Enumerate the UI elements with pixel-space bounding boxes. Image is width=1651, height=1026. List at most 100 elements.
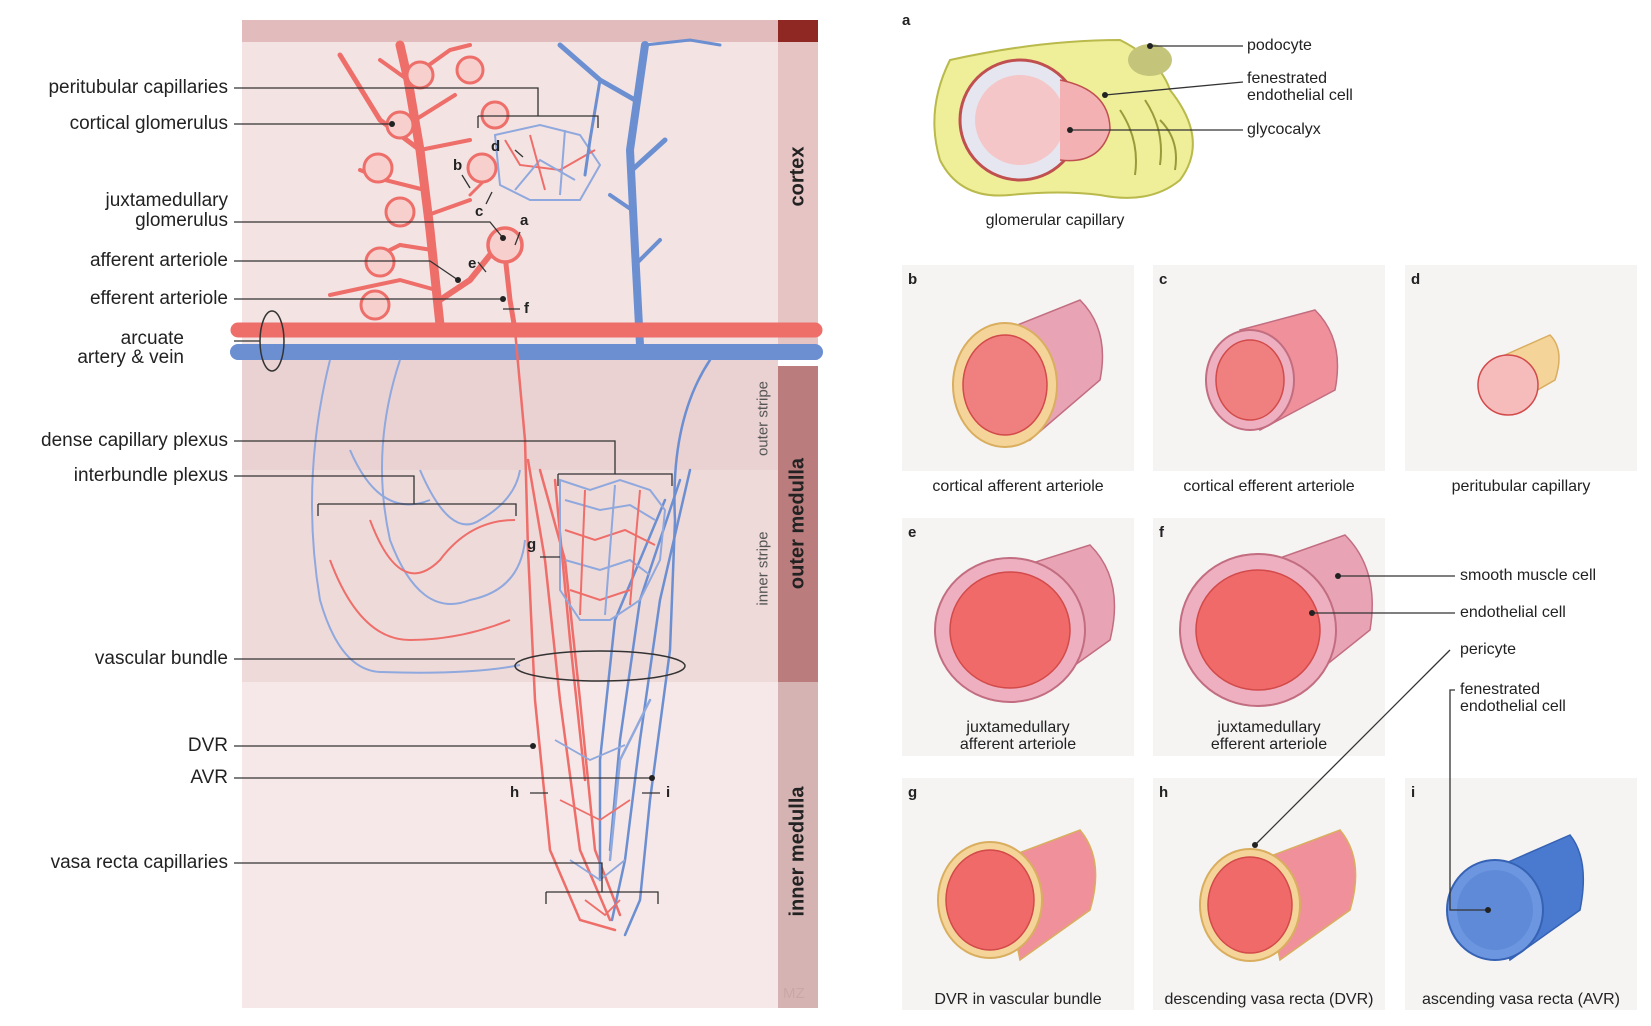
outer-medulla-band [778, 366, 818, 682]
panel-e-caption-1: juxtamedullary [966, 719, 1070, 736]
label-dense-capillary-plexus: dense capillary plexus [41, 430, 228, 451]
dot-pericyte [1252, 842, 1258, 848]
label-endothelial-cell: endothelial cell [1460, 604, 1566, 621]
panel-a-letter: a [902, 12, 911, 29]
artist-signature: MZ [783, 985, 805, 1002]
label-fenestrated-a-1: fenestrated [1247, 70, 1328, 87]
panel-c-illustration [1205, 309, 1339, 432]
diagram-letter-a: a [520, 212, 529, 229]
panel-i-letter: i [1411, 784, 1416, 801]
panel-e-letter: e [908, 524, 917, 541]
panel-h-letter: h [1159, 784, 1169, 801]
label-cortical-glomerulus: cortical glomerulus [69, 113, 228, 134]
dot-endothelial [1309, 610, 1315, 616]
cortical-vein [557, 38, 722, 349]
vasa-recta-capillary-loops [554, 739, 631, 917]
inner-stripe-region [242, 470, 778, 682]
dot-efferent [500, 296, 506, 302]
panel-f-letter: f [1159, 524, 1164, 541]
panel-f-caption-2: efferent arteriole [1210, 736, 1328, 753]
dot-juxtamedullary [500, 235, 506, 241]
diagram-letter-c: c [475, 203, 484, 220]
label-fenestrated-i-1: fenestrated [1460, 681, 1541, 698]
cortex-band-light [778, 42, 818, 360]
peritubular-capillary-network [493, 123, 602, 201]
panel-a-caption: glomerular capillary [985, 212, 1125, 229]
dot-fenestrated-a [1102, 92, 1108, 98]
label-podocyte: podocyte [1247, 37, 1312, 54]
label-arcuate-2: artery & vein [77, 347, 184, 368]
dot-cortical-glomerulus [389, 121, 395, 127]
label-juxtamedullary-1: juxtamedullary [105, 190, 229, 211]
label-fenestrated-i-2: endothelial cell [1460, 698, 1566, 715]
diagram-letter-e: e [468, 255, 477, 272]
panel-i-illustration [1446, 834, 1585, 962]
label-outer-stripe: outer stripe [754, 380, 772, 457]
panel-d-illustration [1477, 334, 1560, 416]
dot-avr [649, 775, 655, 781]
zone-outer-medulla: outer medulla [786, 457, 809, 590]
outer-stripe-region [242, 360, 778, 470]
panel-b-illustration [952, 299, 1104, 448]
panel-i-caption: ascending vasa recta (AVR) [1421, 991, 1620, 1008]
label-dvr: DVR [187, 735, 228, 756]
label-arcuate-1: arcuate [120, 328, 184, 349]
interbundle-plexus [311, 359, 526, 674]
label-juxtamedullary-2: glomerulus [135, 210, 228, 231]
panel-b-caption: cortical afferent arteriole [932, 478, 1104, 495]
dot-fenestrated-i [1485, 907, 1491, 913]
panel-b-letter: b [908, 271, 918, 288]
inner-medulla-band [778, 682, 818, 1008]
zone-cortex: cortex [786, 146, 809, 207]
panel-g-illustration [937, 829, 1097, 962]
label-peritubular-capillaries: peritubular capillaries [48, 77, 228, 98]
panel-e-caption-2: afferent arteriole [959, 736, 1077, 753]
cortical-glomeruli [359, 55, 510, 321]
label-smooth-muscle-cell: smooth muscle cell [1460, 567, 1597, 584]
label-pericyte: pericyte [1460, 641, 1517, 658]
panel-c-caption: cortical efferent arteriole [1183, 478, 1355, 495]
glomerular-capillary-illustration [933, 38, 1194, 199]
panel-leader-lines [1070, 45, 1488, 911]
panel-f-illustration [1179, 534, 1373, 707]
panel-e-illustration [934, 544, 1116, 703]
zone-inner-medulla: inner medulla [786, 786, 809, 917]
label-fenestrated-a-2: endothelial cell [1247, 87, 1353, 104]
panel-d-letter: d [1411, 271, 1421, 288]
panel-h-illustration [1199, 829, 1357, 962]
top-border [242, 20, 778, 42]
juxtamedullary-glomerulus [486, 226, 524, 264]
diagram-letter-d: d [491, 138, 501, 155]
dot-glycocalyx [1067, 127, 1073, 133]
panel-h-caption: descending vasa recta (DVR) [1164, 991, 1374, 1008]
label-interbundle-plexus: interbundle plexus [73, 465, 228, 486]
label-glycocalyx: glycocalyx [1247, 121, 1321, 138]
panel-f-caption-1: juxtamedullary [1217, 719, 1321, 736]
cortex-band [778, 20, 818, 42]
diagram-letter-f: f [524, 300, 529, 317]
vascular-bundle-marker [514, 650, 686, 682]
label-efferent-arteriole: efferent arteriole [89, 288, 228, 309]
diagram-letter-i: i [666, 784, 671, 801]
panel-d-caption: peritubular capillary [1451, 478, 1591, 495]
diagram-letter-h: h [510, 784, 520, 801]
dense-capillary-plexus [559, 478, 667, 621]
label-vascular-bundle: vascular bundle [94, 648, 228, 669]
inner-medulla-region [242, 682, 778, 1008]
diagram-letter-b: b [453, 157, 463, 174]
dot-dvr [530, 743, 536, 749]
label-afferent-arteriole: afferent arteriole [89, 250, 228, 271]
label-inner-stripe: inner stripe [754, 531, 772, 606]
panel-g-letter: g [908, 784, 918, 801]
leader-lines [234, 87, 673, 904]
diagram-letter-g: g [527, 536, 537, 553]
dot-afferent [455, 277, 461, 283]
dot-podocyte [1147, 43, 1153, 49]
label-vasa-recta-capillaries: vasa recta capillaries [50, 852, 228, 873]
label-avr: AVR [190, 767, 228, 788]
panel-g-caption: DVR in vascular bundle [934, 991, 1102, 1008]
dot-smooth-muscle [1335, 573, 1341, 579]
panel-c-letter: c [1159, 271, 1168, 288]
